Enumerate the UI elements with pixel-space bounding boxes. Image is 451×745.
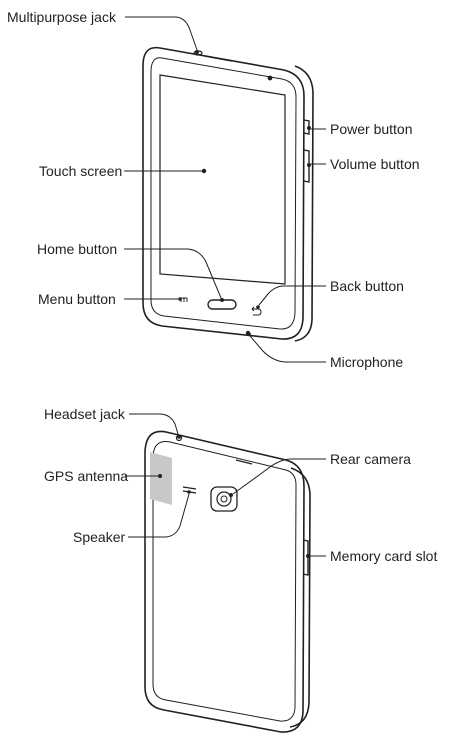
front-speaker-slot [204, 55, 233, 62]
label-gps-antenna: GPS antenna [44, 468, 129, 484]
rear-camera-module [210, 486, 238, 512]
back-top-slot [235, 459, 253, 465]
callout-dot-multipurpose-jack [195, 50, 199, 54]
label-touch-screen: Touch screen [39, 163, 123, 179]
gps-antenna-area [150, 452, 172, 505]
label-volume-button: Volume button [330, 156, 420, 172]
back-device [144, 430, 311, 733]
rear-camera-lens-inner [220, 495, 228, 503]
label-home-button: Home button [37, 241, 118, 257]
callout-dot-menu-button [178, 297, 182, 301]
callout-dot-back-button [256, 305, 260, 309]
callout-home-button [124, 248, 222, 299]
back-button-glyph [251, 306, 262, 316]
label-headset-jack: Headset jack [44, 406, 125, 422]
front-sensor [267, 75, 273, 81]
front-device-bezel [150, 57, 297, 330]
back-device-side [289, 467, 311, 728]
menu-button-glyph [180, 297, 188, 302]
callout-rear-camera [232, 458, 326, 495]
label-back-button: Back button [330, 278, 404, 294]
label-menu-button: Menu button [38, 291, 116, 307]
callout-dot-microphone [247, 332, 251, 336]
label-power-button: Power button [330, 121, 413, 137]
callout-dot-speaker [187, 490, 191, 494]
front-callouts [124, 16, 326, 363]
rear-camera-lens-outer [216, 491, 232, 507]
callout-dot-gps-antenna [158, 474, 162, 478]
callout-dot-rear-camera [229, 493, 233, 497]
back-callouts [125, 413, 326, 558]
label-microphone: Microphone [330, 354, 404, 370]
callout-dot-headset-jack [177, 435, 181, 439]
callout-multipurpose-jack [125, 16, 198, 51]
callout-dot-home-button [220, 298, 224, 302]
callout-dot-touch-screen [201, 168, 207, 174]
label-speaker: Speaker [73, 529, 126, 545]
front-device-side [294, 65, 314, 342]
callout-microphone [249, 335, 326, 363]
touch-screen [159, 74, 286, 285]
front-device-body [142, 46, 305, 340]
callout-headset-jack [129, 413, 179, 435]
back-device-contour [152, 441, 297, 722]
back-device-body [144, 430, 305, 733]
label-multipurpose-jack: Multipurpose jack [7, 9, 116, 25]
front-device [142, 46, 314, 342]
label-rear-camera: Rear camera [330, 451, 411, 467]
callout-back-button [258, 285, 326, 306]
label-memory-card-slot: Memory card slot [330, 548, 438, 564]
callout-dot-volume-button [307, 163, 311, 167]
callout-dot-memory-card-slot [306, 554, 310, 558]
callout-speaker [128, 493, 190, 538]
callout-dot-power-button [307, 126, 311, 130]
